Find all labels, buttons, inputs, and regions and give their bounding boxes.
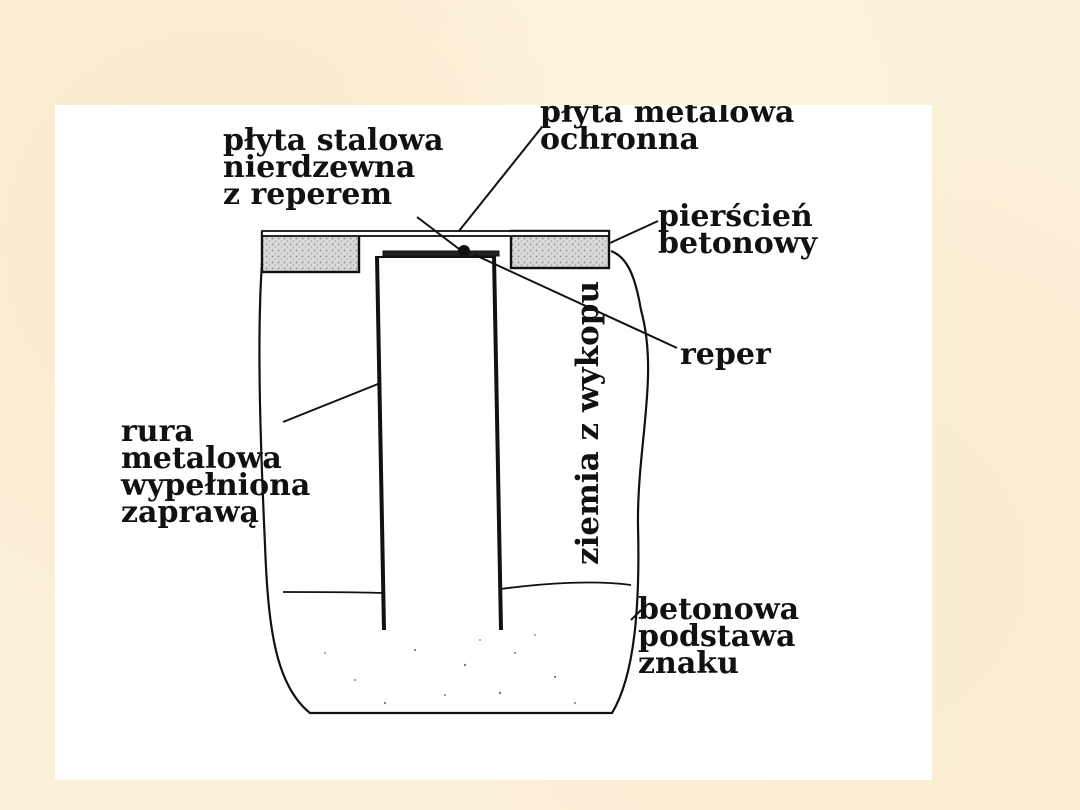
base-boundary-left <box>282 591 384 594</box>
label-line: płyta metalowa <box>540 105 795 130</box>
label-line: z reperem <box>223 177 393 212</box>
label-line: ochronna <box>540 122 699 157</box>
concrete-ring-right <box>509 229 611 270</box>
concrete-ring-left <box>260 231 361 274</box>
label-stainless-plate: płyta stalowa nierdzewna z reperem <box>223 123 444 212</box>
pipe-left-wall <box>375 255 386 631</box>
benchmark-head <box>458 245 470 257</box>
label-protective-plate: płyta metalowa ochronna <box>540 105 795 157</box>
label-metal-pipe: rura metalowa wypełniona zaprawą <box>121 414 311 530</box>
label-concrete-ring: pierścień betonowy <box>658 199 818 261</box>
leader-protective-plate <box>458 126 543 232</box>
label-line: ziemia z wykopu <box>570 280 606 565</box>
excavation-outline <box>258 249 650 715</box>
label-line: pierścień <box>658 199 813 234</box>
leader-pipe <box>282 383 379 423</box>
label-line: betonowa <box>638 592 800 627</box>
leader-concrete-ring <box>609 220 659 244</box>
stainless-plate <box>382 250 500 257</box>
benchmark-cross-section <box>258 126 678 715</box>
label-line: rura <box>121 414 194 449</box>
base-boundary-right <box>500 581 632 590</box>
pipe-right-wall <box>492 255 503 631</box>
leader-base <box>630 609 642 621</box>
leader-benchmark <box>474 254 678 349</box>
label-line: znaku <box>638 646 739 681</box>
label-line: zaprawą <box>121 495 259 530</box>
label-line: betonowy <box>658 226 818 261</box>
diagram-sheet: płyta stalowa nierdzewna z reperem płyta… <box>55 105 932 780</box>
label-line: reper <box>680 337 771 372</box>
label-line: metalowa <box>121 441 282 476</box>
label-line: wypełniona <box>121 468 311 503</box>
label-line: podstawa <box>638 619 796 654</box>
label-line: nierdzewna <box>223 150 416 185</box>
label-benchmark: reper <box>680 337 771 372</box>
label-line: płyta stalowa <box>223 123 444 158</box>
base-texture <box>324 634 576 705</box>
label-excavated-soil: ziemia z wykopu <box>570 280 606 565</box>
label-concrete-base: betonowa podstawa znaku <box>638 592 800 681</box>
leader-stainless-plate <box>416 216 464 253</box>
